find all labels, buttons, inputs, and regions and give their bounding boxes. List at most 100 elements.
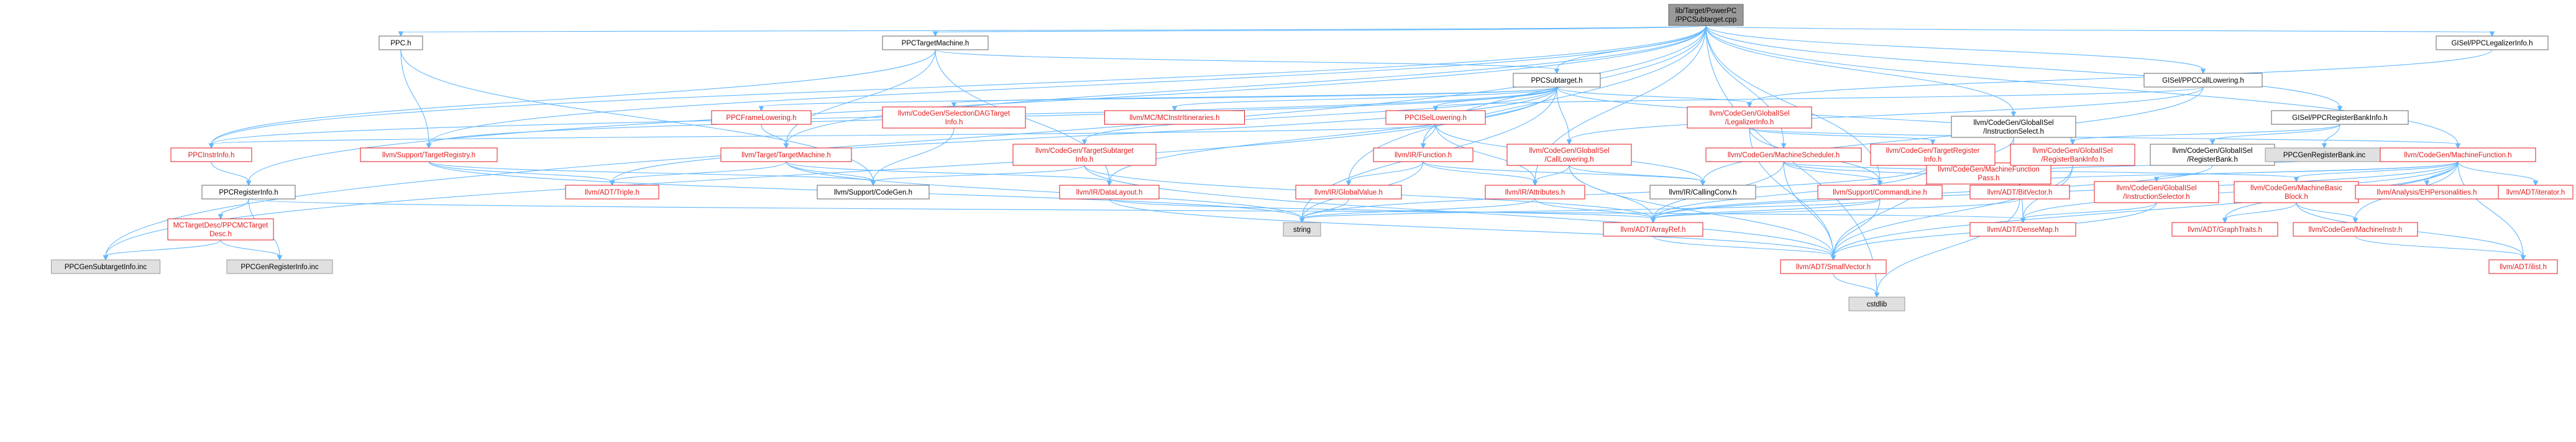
node-mcitin[interactable]: llvm/MC/MCInstrItineraries.h xyxy=(1104,110,1245,125)
node-label: GISel/PPCRegisterBankInfo.h xyxy=(2292,114,2387,122)
node-mfunc[interactable]: llvm/CodeGen/MachineFunction.h xyxy=(2380,147,2536,162)
edge-root-to-ppch xyxy=(398,25,1707,37)
edges-layer xyxy=(103,25,2539,298)
node-gensubinfo: PPCGenSubtargetInfo.inc xyxy=(51,259,160,274)
node-box xyxy=(2498,185,2574,200)
edge-gregbank-to-genregbank xyxy=(2321,124,2340,149)
node-triple[interactable]: llvm/ADT/Triple.h xyxy=(565,185,659,200)
node-ttm[interactable]: llvm/Target/TargetMachine.h xyxy=(720,147,852,162)
node-glegal[interactable]: GISel/PPCLegalizerInfo.h xyxy=(2436,35,2549,50)
node-label: PPCGenSubtargetInfo.inc xyxy=(65,264,147,271)
node-gregbankinfo[interactable]: llvm/CodeGen/GlobalISel/RegisterBankInfo… xyxy=(2010,144,2135,166)
node-label: llvm/ADT/GraphTraits.h xyxy=(2188,226,2262,234)
node-gregbank2[interactable]: llvm/CodeGen/GlobalISel/RegisterBank.h xyxy=(2150,144,2275,166)
node-graphtraits[interactable]: llvm/ADT/GraphTraits.h xyxy=(2171,222,2278,237)
node-label: llvm/CodeGen/GlobalISel xyxy=(2172,147,2252,155)
node-gcallcl[interactable]: llvm/CodeGen/GlobalISel/CallLowering.h xyxy=(1506,144,1632,166)
node-gvalue[interactable]: llvm/IR/GlobalValue.h xyxy=(1295,185,1402,200)
node-label: llvm/ADT/Triple.h xyxy=(585,189,639,196)
node-iterator[interactable]: llvm/ADT/iterator.h xyxy=(2498,185,2574,200)
node-label: llvm/CodeGen/MachineBasic xyxy=(2250,185,2342,192)
edge-ppcsub-to-dlayout xyxy=(1106,86,1557,186)
node-box xyxy=(1817,185,1943,200)
node-ppcreg[interactable]: PPCRegisterInfo.h xyxy=(201,185,296,200)
node-ppctm[interactable]: PPCTargetMachine.h xyxy=(882,35,989,50)
node-box xyxy=(565,185,659,200)
node-box xyxy=(1513,73,1601,88)
node-gcall[interactable]: GISel/PPCCallLowering.h xyxy=(2143,73,2263,88)
node-box xyxy=(1603,222,1703,237)
node-msched[interactable]: llvm/CodeGen/MachineScheduler.h xyxy=(1705,147,1862,162)
node-ginstsel[interactable]: llvm/CodeGen/GlobalISel/InstructionSelec… xyxy=(1951,116,2076,138)
node-box xyxy=(226,259,333,274)
node-box xyxy=(2094,181,2219,203)
node-minstr[interactable]: llvm/CodeGen/MachineInstr.h xyxy=(2293,222,2418,237)
edge-mfunc-to-iterator xyxy=(2457,161,2539,186)
edge-ppcreg-to-mcdesc xyxy=(218,198,249,220)
node-label: llvm/Analysis/EHPersonalities.h xyxy=(2377,189,2477,196)
node-label: llvm/CodeGen/MachineFunction.h xyxy=(2404,152,2511,159)
node-bitvec[interactable]: llvm/ADT/BitVector.h xyxy=(1969,185,2070,200)
edge-ppcsub-to-sdagti xyxy=(951,86,1557,108)
edge-gcallcl-to-callconv xyxy=(1569,165,1706,186)
edge-ppcfl-to-ttm xyxy=(761,124,789,149)
node-ppcisel[interactable]: PPCISelLowering.h xyxy=(1385,110,1486,125)
node-label: llvm/ADT/ArrayRef.h xyxy=(1621,226,1686,234)
edge-ppctm-to-ppcsub xyxy=(935,49,1560,75)
edge-gcallcl-to-attrs xyxy=(1532,165,1570,186)
edge-gcall-to-gcallcl xyxy=(1566,86,2204,145)
edge-glegalinfo-to-mfunc xyxy=(1749,127,2461,149)
node-gregbank[interactable]: GISel/PPCRegisterBankInfo.h xyxy=(2271,110,2409,125)
edge-bitvec-to-cstdlib xyxy=(1874,198,2020,298)
node-arrayref[interactable]: llvm/ADT/ArrayRef.h xyxy=(1603,222,1703,237)
node-cmdline[interactable]: llvm/Support/CommandLine.h xyxy=(1817,185,1943,200)
node-label: PPCTargetMachine.h xyxy=(902,40,969,47)
node-label: Block.h xyxy=(2285,193,2308,201)
node-ppch[interactable]: PPC.h xyxy=(378,35,423,50)
node-label: llvm/CodeGen/TargetSubtarget xyxy=(1035,147,1134,155)
edge-glegalinfo-to-treginfo xyxy=(1749,127,1936,145)
edge-root-to-glegal xyxy=(1705,25,2495,37)
node-ehpers[interactable]: llvm/Analysis/EHPersonalities.h xyxy=(2355,185,2499,200)
node-box xyxy=(2171,222,2278,237)
edge-root-to-mfunc xyxy=(1705,25,2461,149)
node-label: llvm/CodeGen/GlobalISel xyxy=(2032,147,2112,155)
node-box xyxy=(1926,162,2051,185)
node-attrs[interactable]: llvm/IR/Attributes.h xyxy=(1485,185,1585,200)
node-smallvec[interactable]: llvm/ADT/SmallVector.h xyxy=(1780,259,1887,274)
node-label: MCTargetDesc/PPCMCTarget xyxy=(173,222,269,229)
node-box xyxy=(2150,144,2275,166)
edge-ttm-to-dlayout xyxy=(786,161,1112,186)
node-box xyxy=(1848,297,1905,311)
node-box xyxy=(882,106,1026,129)
node-ilist[interactable]: llvm/ADT/ilist.h xyxy=(2488,259,2558,274)
node-label: Info.h xyxy=(1924,156,1942,163)
node-box xyxy=(360,147,498,162)
node-label: llvm/ADT/ilist.h xyxy=(2500,264,2547,271)
node-label: llvm/CodeGen/MachineInstr.h xyxy=(2309,226,2403,234)
node-box xyxy=(170,147,252,162)
node-treg[interactable]: llvm/Support/TargetRegistry.h xyxy=(360,147,498,162)
node-label: PPC.h xyxy=(390,40,411,47)
node-densemap[interactable]: llvm/ADT/DenseMap.h xyxy=(1969,222,2076,237)
node-glegalinfo[interactable]: llvm/CodeGen/GlobalISel/LegalizerInfo.h xyxy=(1687,106,1812,129)
node-ginstselor[interactable]: llvm/CodeGen/GlobalISel/InstructionSelec… xyxy=(2094,181,2219,203)
node-ppcinstr[interactable]: PPCInstrInfo.h xyxy=(170,147,252,162)
node-callconv[interactable]: llvm/IR/CallingConv.h xyxy=(1649,185,1756,200)
node-ppcsub[interactable]: PPCSubtarget.h xyxy=(1513,73,1601,88)
node-codegen[interactable]: llvm/Support/CodeGen.h xyxy=(817,185,930,200)
node-irfunc[interactable]: llvm/IR/Function.h xyxy=(1373,147,1474,162)
node-ppcfl[interactable]: PPCFrameLowering.h xyxy=(711,110,812,125)
node-box xyxy=(817,185,930,200)
node-root: lib/Target/PowerPC/PPCSubtarget.cpp xyxy=(1668,4,1744,26)
node-box xyxy=(1969,185,2070,200)
edge-mfunc-to-smallvec xyxy=(1830,161,2459,261)
node-dlayout[interactable]: llvm/IR/DataLayout.h xyxy=(1059,185,1160,200)
node-label: Info.h xyxy=(1076,156,1094,163)
